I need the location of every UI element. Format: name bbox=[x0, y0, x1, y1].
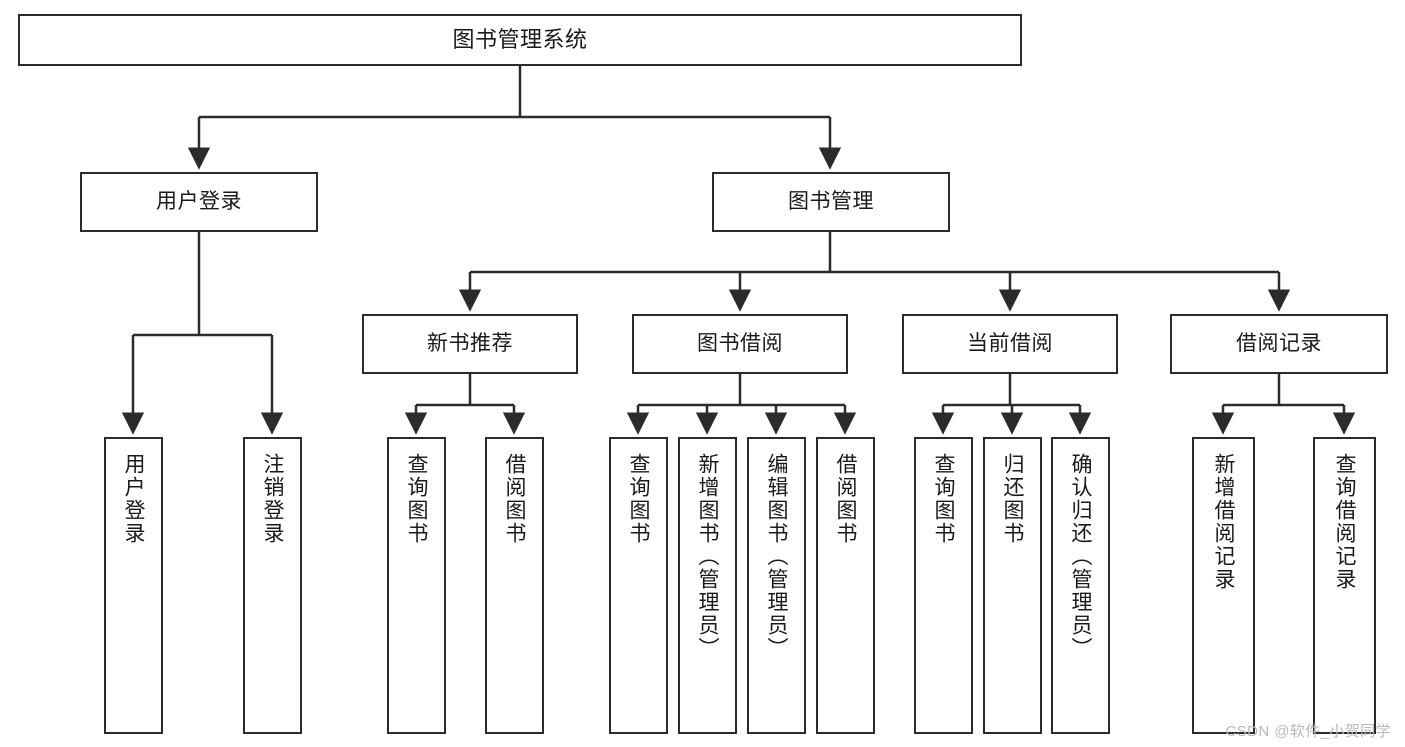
leaf-book-borrow-borrow[interactable]: 借阅图书 bbox=[816, 437, 875, 734]
leaf-label: 查询借阅记录 bbox=[1333, 453, 1356, 591]
leaf-label: 编辑图书（管理员） bbox=[765, 453, 788, 660]
leaf-book-borrow-query[interactable]: 查询图书 bbox=[609, 437, 668, 734]
leaf-current-borrow-confirm[interactable]: 确认归还（管理员） bbox=[1051, 437, 1110, 734]
leaf-book-borrow-add[interactable]: 新增图书（管理员） bbox=[678, 437, 737, 734]
leaf-label: 新增图书（管理员） bbox=[696, 453, 719, 660]
node-book-borrow-label: 图书借阅 bbox=[697, 332, 783, 356]
node-user-login-label: 用户登录 bbox=[156, 190, 242, 214]
node-book-management-label: 图书管理 bbox=[788, 190, 874, 214]
node-book-management[interactable]: 图书管理 bbox=[712, 172, 950, 232]
leaf-label: 借阅图书 bbox=[503, 453, 526, 545]
leaf-user-login-logout[interactable]: 注销登录 bbox=[243, 437, 302, 734]
node-borrow-records-label: 借阅记录 bbox=[1236, 332, 1322, 356]
leaf-borrow-records-add[interactable]: 新增借阅记录 bbox=[1192, 437, 1255, 734]
leaf-label: 新增借阅记录 bbox=[1212, 453, 1235, 591]
node-book-borrow[interactable]: 图书借阅 bbox=[632, 314, 848, 374]
leaf-label: 用户登录 bbox=[122, 453, 145, 545]
node-borrow-records[interactable]: 借阅记录 bbox=[1170, 314, 1388, 374]
node-root-label: 图书管理系统 bbox=[452, 26, 588, 52]
leaf-new-books-query[interactable]: 查询图书 bbox=[387, 437, 446, 734]
leaf-borrow-records-query[interactable]: 查询借阅记录 bbox=[1313, 437, 1376, 734]
leaf-label: 借阅图书 bbox=[834, 453, 857, 545]
leaf-book-borrow-edit[interactable]: 编辑图书（管理员） bbox=[747, 437, 806, 734]
leaf-label: 查询图书 bbox=[932, 453, 955, 545]
csdn-watermark: CSDN @软件_小贺同学 bbox=[1225, 723, 1391, 740]
leaf-label: 注销登录 bbox=[261, 453, 284, 545]
node-new-book-recommend-label: 新书推荐 bbox=[427, 332, 513, 356]
leaf-label: 查询图书 bbox=[627, 453, 650, 545]
leaf-new-books-borrow[interactable]: 借阅图书 bbox=[485, 437, 544, 734]
leaf-user-login-login[interactable]: 用户登录 bbox=[104, 437, 163, 734]
leaf-label: 查询图书 bbox=[405, 453, 428, 545]
node-current-borrow-label: 当前借阅 bbox=[967, 332, 1053, 356]
node-current-borrow[interactable]: 当前借阅 bbox=[902, 314, 1118, 374]
node-user-login[interactable]: 用户登录 bbox=[80, 172, 318, 232]
leaf-label: 确认归还（管理员） bbox=[1069, 453, 1092, 660]
node-new-book-recommend[interactable]: 新书推荐 bbox=[362, 314, 578, 374]
leaf-current-borrow-return[interactable]: 归还图书 bbox=[983, 437, 1042, 734]
leaf-current-borrow-query[interactable]: 查询图书 bbox=[914, 437, 973, 734]
leaf-label: 归还图书 bbox=[1001, 453, 1024, 545]
node-root[interactable]: 图书管理系统 bbox=[18, 14, 1022, 66]
